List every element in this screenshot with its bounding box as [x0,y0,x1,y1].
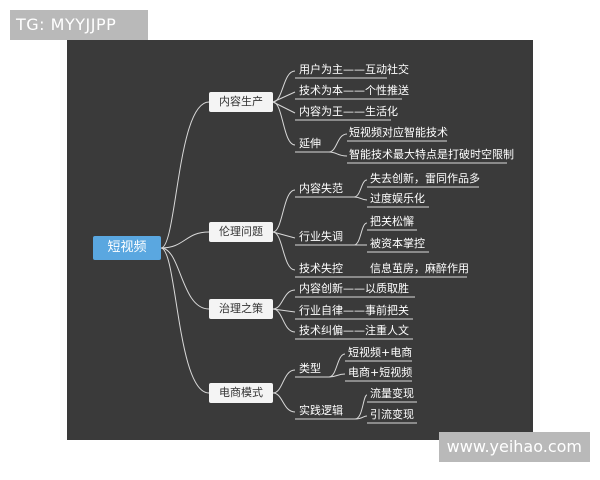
content-item: 内容为王——生活化 [299,105,398,118]
connector-content-extension [272,101,296,146]
ecommerce-item: 流量变现 [370,387,414,400]
extension-item: 智能技术最大特点是打破时空限制 [349,148,514,161]
mind-map-root: 短视频 [93,236,161,260]
connector-root-governance [160,247,210,310]
connector-root-ethics [160,231,210,249]
ecommerce-item: 电商+短视频 [348,366,413,379]
governance-item: 技术纠偏——注重人文 [299,324,409,337]
connector-root-content [160,101,210,249]
connector-extension-item2 [328,151,348,157]
ecommerce-group: 实践逻辑 [299,404,343,417]
governance-item: 行业自律——事前把关 [299,304,409,317]
connector-ethics-group1 [272,189,296,233]
ethics-item: 被资本掌控 [370,237,425,250]
extension-item: 短视频对应智能技术 [349,126,448,139]
watermark-bottom: www.yeihao.com [438,432,590,462]
branch-ecommerce: 电商模式 [209,383,273,403]
branch-content: 内容生产 [209,92,273,112]
connector-root-ecommerce [160,247,210,394]
ethics-item: 把关松懈 [370,215,414,228]
watermark-top: TG: MYYJJPP [10,10,148,40]
governance-item: 内容创新——以质取胜 [299,282,409,295]
ethics-item: 过度娱乐化 [370,192,425,205]
ecommerce-group: 类型 [299,362,321,375]
ecommerce-item: 引流变现 [370,408,414,421]
ethics-item: 信息茧房，麻醉作用 [370,262,469,275]
branch-governance: 治理之策 [209,299,273,319]
connector-ethics-group2 [272,231,296,239]
ethics-group: 行业失调 [299,230,343,243]
mind-map-panel: 短视频 内容生产 伦理问题 治理之策 电商模式 用户为主——互动社交 技术为本—… [67,40,533,440]
ethics-item: 失去创新，雷同作品多 [370,172,480,185]
mind-map-connectors [160,70,507,424]
connector-ethics-group3 [272,231,296,271]
connector-content-item2 [272,91,296,103]
ethics-group: 内容失范 [299,182,343,195]
content-item: 用户为主——互动社交 [299,63,409,76]
content-extension: 延伸 [299,137,321,150]
ethics-group: 技术失控 [299,262,343,275]
connector-extension-item1 [328,133,348,153]
content-item: 技术为本——个性推送 [299,84,409,97]
ecommerce-item: 短视频+电商 [348,346,413,359]
branch-ethics: 伦理问题 [209,222,273,242]
